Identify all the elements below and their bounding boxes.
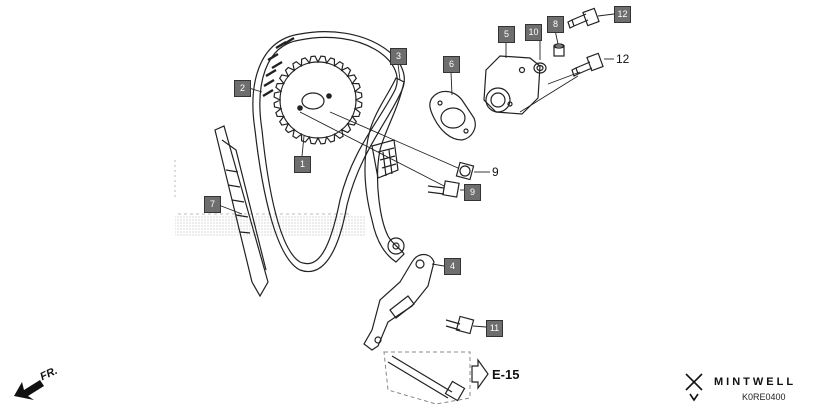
bolt-12-lower bbox=[571, 52, 604, 77]
bolt-11 bbox=[445, 315, 475, 335]
tensioner-lifter bbox=[483, 55, 541, 115]
reference-arrow-icon bbox=[471, 358, 489, 390]
callout-2: 2 bbox=[234, 80, 251, 97]
bolt-12-upper bbox=[567, 7, 600, 29]
mintwell-logo-icon bbox=[685, 373, 703, 402]
cam-chain bbox=[252, 31, 405, 273]
callout-1: 1 bbox=[294, 156, 311, 173]
fr-arrow-icon bbox=[14, 380, 44, 400]
leader-lines bbox=[215, 13, 615, 328]
callout-7: 7 bbox=[204, 196, 221, 213]
cam-sprocket bbox=[273, 55, 363, 145]
long-bolt bbox=[387, 355, 466, 402]
callout-4: 4 bbox=[444, 258, 461, 275]
dashed-reference-box bbox=[383, 351, 471, 405]
chain-guide bbox=[214, 125, 269, 298]
sealing-bolt bbox=[553, 43, 565, 57]
tensioner-gasket bbox=[429, 90, 476, 141]
chain-tensioner-arm bbox=[364, 77, 405, 263]
reference-label: E-15 bbox=[492, 367, 520, 382]
callout-11: 11 bbox=[486, 320, 503, 337]
brand-name: MINTWELL bbox=[714, 376, 797, 388]
callout-3: 3 bbox=[390, 48, 407, 65]
callout-12: 12 bbox=[614, 6, 631, 23]
bolt-9-lower bbox=[427, 180, 460, 198]
callout-5: 5 bbox=[498, 26, 515, 43]
label-9: 9 bbox=[492, 165, 499, 179]
engine-head-shading bbox=[174, 160, 365, 237]
o-ring bbox=[533, 62, 547, 74]
callout-10: 10 bbox=[525, 24, 542, 41]
callout-9: 9 bbox=[464, 184, 481, 201]
callout-8: 8 bbox=[547, 16, 564, 33]
diagram-code: K0RE0400 bbox=[742, 392, 786, 402]
label-12: 12 bbox=[616, 52, 630, 66]
callout-6: 6 bbox=[443, 56, 460, 73]
tensioner-bracket bbox=[363, 253, 435, 351]
bolt-9-upper bbox=[455, 161, 475, 181]
